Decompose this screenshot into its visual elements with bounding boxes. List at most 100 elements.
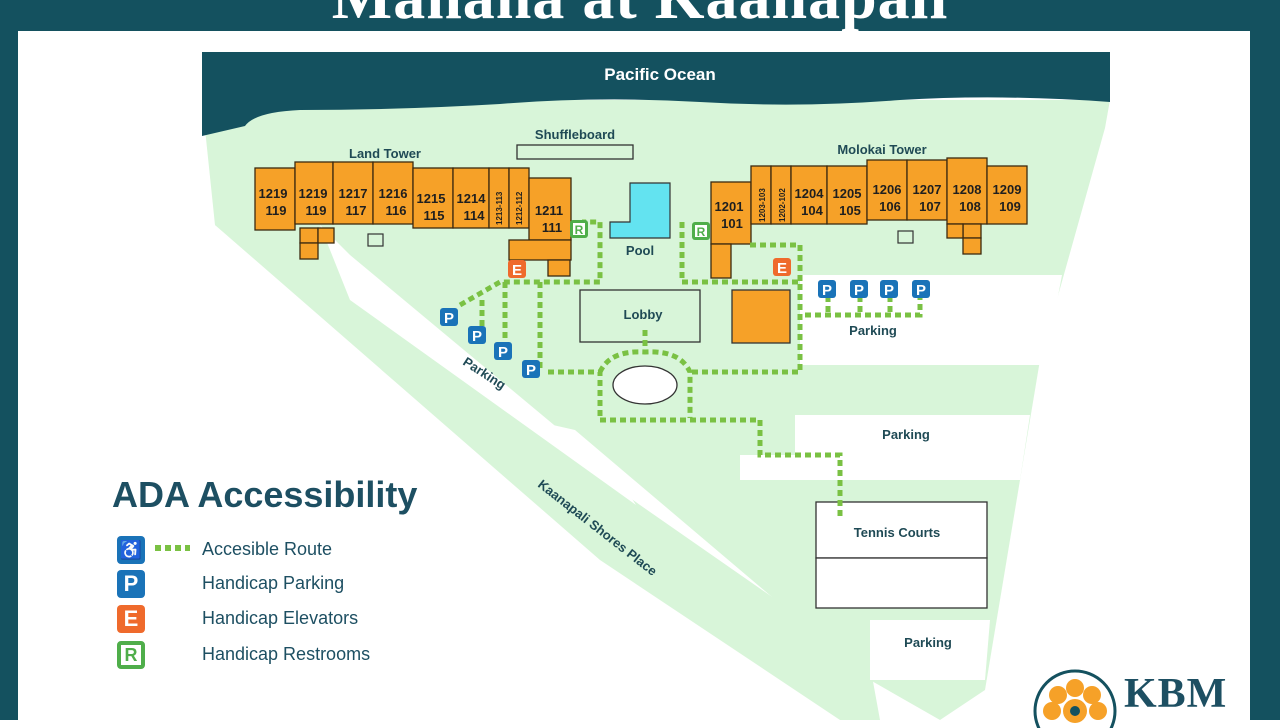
unit-number: 1211 — [535, 203, 563, 218]
svg-text:P: P — [498, 344, 508, 361]
svg-text:P: P — [916, 282, 926, 299]
unit-number: 1207 — [913, 182, 942, 197]
parking-icon: P — [468, 326, 486, 345]
legend-item: P Handicap Parking — [112, 570, 512, 600]
legend-item: ♿ Accesible Route — [112, 536, 512, 566]
elevator-icon: E — [508, 260, 526, 279]
svg-text:P: P — [822, 282, 832, 299]
unit-number: 107 — [919, 199, 941, 214]
building-block — [452, 167, 490, 229]
building-block — [299, 242, 319, 260]
unit-number: 1216 — [379, 186, 408, 201]
parking-lot-mid — [740, 415, 1030, 480]
parking-icon: P — [117, 570, 145, 598]
shuffleboard-court — [516, 144, 634, 160]
svg-text:P: P — [472, 328, 482, 345]
svg-text:P: P — [526, 362, 536, 379]
unit-number: 1219 — [299, 186, 328, 201]
unit-number: 119 — [306, 203, 327, 218]
parking-lot-east — [800, 275, 1062, 365]
legend-title: ADA Accessibility — [112, 474, 418, 515]
unit-number: 104 — [801, 203, 823, 218]
restroom-icon: R — [117, 641, 145, 669]
unit-number: 116 — [386, 203, 407, 218]
svg-text:R: R — [697, 225, 706, 239]
tennis-label: Tennis Courts — [854, 525, 940, 540]
molokai-tower-label: Molokai Tower — [837, 142, 926, 157]
legend-label: Handicap Restrooms — [202, 644, 371, 664]
unit-number: 101 — [721, 216, 743, 231]
unit-number: 115 — [424, 208, 445, 223]
unit-number: 106 — [879, 199, 901, 214]
building-block — [299, 227, 319, 244]
parking-label-east: Parking — [849, 323, 897, 338]
parking-icon: P — [522, 360, 540, 379]
building-block — [946, 223, 964, 239]
legend-item: R Handicap Restrooms — [112, 641, 512, 671]
lobby-building — [579, 289, 701, 343]
unit-number: 1209 — [993, 182, 1022, 197]
building-block — [962, 237, 982, 255]
unit-number: 119 — [266, 203, 287, 218]
unit-number: 111 — [542, 220, 562, 235]
building-block — [710, 181, 752, 245]
building-block — [826, 165, 868, 225]
building-block — [317, 227, 335, 244]
entry-roundabout — [612, 365, 678, 405]
unit-number: 1205 — [833, 186, 862, 201]
road-strip — [215, 222, 880, 720]
unit-number: 1208 — [953, 182, 982, 197]
molokai-tower — [710, 157, 1028, 279]
building-block — [986, 165, 1028, 225]
page-title: Mahana at Kaanapali — [0, 0, 1280, 34]
legend-label: Handicap Elevators — [202, 608, 359, 628]
land-tower — [254, 161, 572, 277]
tennis-court-south — [815, 557, 988, 609]
unit-number: 1213-113 — [495, 191, 504, 225]
building-block — [710, 243, 732, 279]
ocean-label: Pacific Ocean — [604, 65, 716, 84]
unit-number: 1204 — [795, 186, 825, 201]
unit-number: 1202-102 — [778, 188, 787, 222]
building-block — [372, 161, 414, 225]
svg-text:E: E — [777, 260, 787, 277]
unit-number: 109 — [999, 199, 1021, 214]
parking-icon: P — [818, 280, 836, 299]
restroom-icon: R — [570, 220, 588, 238]
legend: ADA Accessibility ♿ Accesible Route P Ha… — [112, 474, 532, 674]
legend-label: Handicap Parking — [202, 573, 345, 593]
svg-text:P: P — [854, 282, 864, 299]
unit-number: 1212-112 — [515, 191, 524, 225]
unit-number: 1203-103 — [758, 188, 767, 222]
ocean — [202, 52, 1110, 136]
unit-number: 1217 — [339, 186, 368, 201]
wheelchair-icon: ♿ — [117, 536, 145, 564]
unit-number: 105 — [839, 203, 861, 218]
building-block — [866, 159, 908, 221]
parking-icon: P — [494, 342, 512, 361]
parking-icon: P — [880, 280, 898, 299]
pool — [609, 182, 671, 239]
road-gap — [320, 225, 636, 505]
unit-number: 1214 — [457, 191, 487, 206]
unit-number: 1215 — [417, 191, 446, 206]
unit-number: 1206 — [873, 182, 902, 197]
parking-label-mid: Parking — [882, 427, 930, 442]
svg-text:R: R — [575, 223, 584, 237]
unit-number: 114 — [464, 208, 486, 223]
restroom-icon: R — [692, 222, 710, 240]
svg-text:P: P — [444, 310, 454, 327]
parking-icon: P — [912, 280, 930, 299]
pool-label: Pool — [626, 243, 654, 258]
parking-label-south: Parking — [904, 635, 952, 650]
building-block — [528, 177, 572, 241]
elevator-icon: E — [117, 605, 145, 633]
parking-icon: P — [440, 308, 458, 327]
unit-number: 1219 — [259, 186, 288, 201]
lobby-label: Lobby — [624, 307, 664, 322]
parking-icon: P — [850, 280, 868, 299]
svg-text:P: P — [884, 282, 894, 299]
building-block — [508, 239, 572, 261]
molokai-tower-kiosk — [897, 230, 914, 244]
